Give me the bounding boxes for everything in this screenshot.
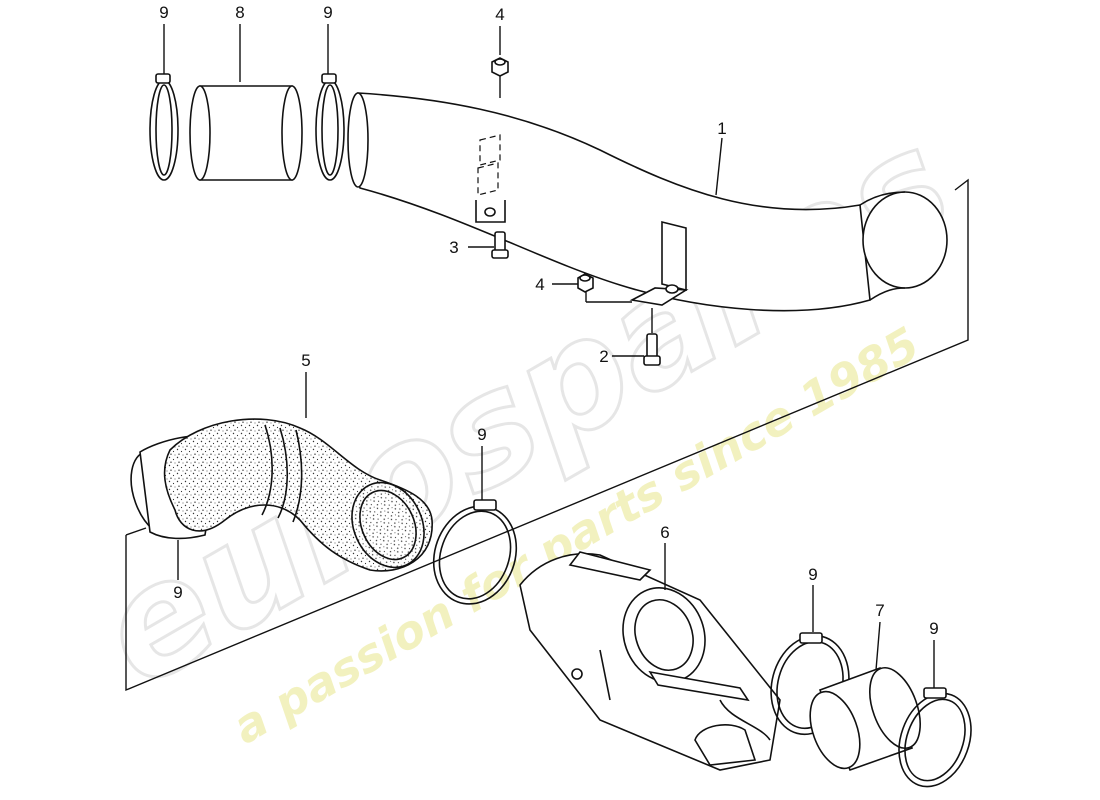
air-duct-pipe <box>347 92 948 312</box>
hose-sleeve-7 <box>809 666 921 772</box>
hose-sleeve-8 <box>189 85 303 181</box>
leader-lines <box>125 24 969 692</box>
airflow-housing <box>519 551 781 771</box>
hose-clamp-mid <box>432 499 518 605</box>
nut-4-top <box>491 57 509 77</box>
callout-1: 1 <box>717 119 726 138</box>
callout-9: 9 <box>929 619 938 638</box>
callout-9: 9 <box>808 565 817 584</box>
callout-9: 9 <box>323 3 332 22</box>
callout-9: 9 <box>477 425 486 444</box>
callout-9: 9 <box>159 3 168 22</box>
hose-clamp-top-left <box>149 73 179 181</box>
callout-5: 5 <box>301 351 310 370</box>
bolt-2 <box>643 333 661 366</box>
hose-clamp-top-mid <box>315 73 345 181</box>
callout-3: 3 <box>449 238 458 257</box>
callout-7: 7 <box>875 601 884 620</box>
callout-4: 4 <box>535 275 544 294</box>
callout-4: 4 <box>495 5 504 24</box>
bolt-3 <box>491 231 509 259</box>
callout-6: 6 <box>660 523 669 542</box>
nut-4-mid <box>577 273 594 293</box>
callout-9: 9 <box>173 583 182 602</box>
flexible-elbow-hose <box>130 418 433 572</box>
callouts: 9 8 9 4 1 3 4 2 5 9 9 6 9 7 9 <box>159 3 938 638</box>
callout-8: 8 <box>235 3 244 22</box>
callout-2: 2 <box>599 347 608 366</box>
hose-clamp-right-2 <box>898 687 972 788</box>
